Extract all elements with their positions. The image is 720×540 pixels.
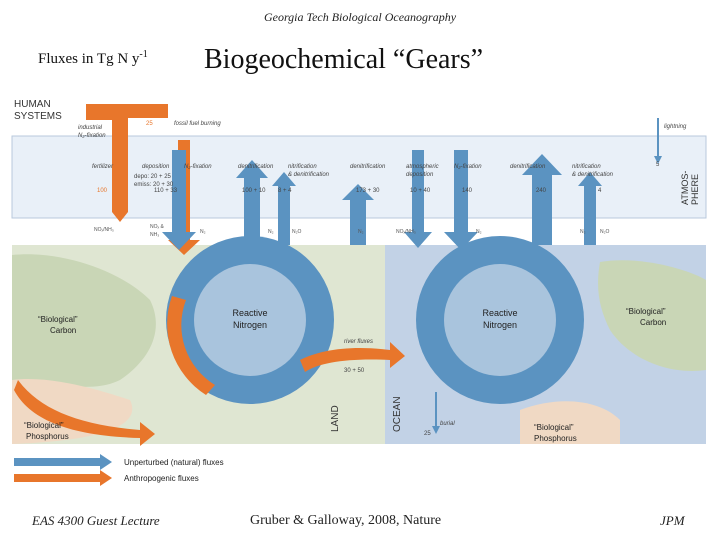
ocean-reactive-nitrogen-1: Reactive: [482, 308, 517, 318]
fossil-value: 25: [146, 121, 153, 127]
fertilizer-arrow: [112, 200, 128, 222]
lightning-value: 5: [656, 162, 660, 168]
burial-value: 25: [424, 431, 431, 437]
land-nitrification-label-2: & denitrification: [288, 172, 330, 178]
legend-natural-arrow: [14, 454, 112, 470]
footer-author: JPM: [660, 513, 685, 528]
mid-denitrification-arrow: [342, 184, 374, 245]
industrial-fixation-arrow: [86, 105, 128, 200]
river-fluxes-label: river fluxes: [344, 339, 373, 345]
species-label-4: N₂: [200, 229, 206, 235]
human-systems-label-2: SYSTEMS: [14, 111, 62, 122]
land-reactive-nitrogen-1: Reactive: [232, 308, 267, 318]
burial-label: burial: [440, 421, 455, 427]
fossil-label: fossil fuel burning: [174, 121, 221, 127]
land-gear-anthropogenic-band: [167, 296, 215, 395]
land-biological-carbon-1: “Biological”: [38, 315, 78, 324]
atmospheric-deposition-arrow: [404, 150, 432, 248]
units-label-text: Fluxes in Tg N y: [38, 51, 140, 67]
fertilizer-value: 100: [97, 188, 108, 194]
ocean-phosphorus-region: [520, 401, 620, 444]
ocean-nitrification-value: 4: [598, 188, 602, 194]
species-label-6: N₂O: [292, 229, 302, 235]
species-label-5: N₂: [268, 229, 274, 235]
species-label-7: N₂: [358, 229, 364, 235]
industrial-label-1: industrial: [78, 125, 103, 131]
species-label-3: NH₃: [150, 232, 159, 238]
land-denitrification-label: denitrification: [238, 164, 274, 170]
land-n2-fixation-arrow: [162, 150, 196, 250]
ocean-n2-fixation-value: 140: [462, 188, 473, 194]
atmospheric-deposition-label-1: atmospheric: [406, 164, 439, 170]
header-text: Georgia Tech Biological Oceanography: [263, 10, 457, 24]
ocean-biological-phosphorus-1: “Biological”: [534, 423, 574, 432]
land-nitrification-value: 8 + 4: [278, 188, 292, 194]
species-label-11: N₂O: [600, 229, 610, 235]
ocean-biological-phosphorus-2: Phosphorus: [534, 434, 577, 443]
land-label: LAND: [330, 405, 341, 432]
ocean-reactive-nitrogen-2: Nitrogen: [483, 320, 517, 330]
atmospheric-deposition-label-2: deposition: [406, 172, 434, 178]
ocean-denitrification-label: denitrification: [510, 164, 546, 170]
ocean-gear-inner: [444, 264, 556, 376]
ocean-nitrification-arrow: [578, 172, 602, 245]
species-label-9: N₂: [476, 229, 482, 235]
deposition-label: deposition: [142, 164, 170, 170]
ocean-denitrification-arrow: [522, 154, 562, 245]
land-biological-carbon-2: Carbon: [50, 326, 76, 335]
footer-citation: Gruber & Galloway, 2008, Nature: [250, 513, 442, 528]
ocean-denitrification-value: 240: [536, 188, 547, 194]
land-denitrification-arrow: [236, 160, 268, 245]
ocean-biological-carbon-2: Carbon: [640, 318, 666, 327]
fertilizer-label: fertilizer: [92, 164, 114, 170]
footer-course: EAS 4300 Guest Lecture: [32, 513, 160, 528]
land-carbon-region: [12, 254, 156, 387]
legend-anthropogenic-label: Anthropogenic fluxes: [124, 474, 199, 483]
species-label-2: NOₓ &: [150, 224, 165, 230]
depo-value: depo: 20 + 25: [134, 174, 172, 180]
atmosphere-label-2: PHERE: [690, 174, 700, 205]
lightning-label: lightning: [664, 124, 687, 130]
fossil-fuel-arrow: [86, 104, 168, 118]
slide-title: Biogeochemical “Gears”: [204, 44, 484, 75]
land-n2-fixation-label: N₂-fixation: [184, 164, 212, 170]
land-nitrification-label-1: nitrification: [288, 164, 317, 170]
ocean-carbon-region: [598, 260, 706, 371]
ocean-n2-fixation-label: N₂-fixation: [454, 164, 482, 170]
ocean-biological-carbon-1: “Biological”: [626, 307, 666, 316]
land-denitrification-value: 100 + 10: [242, 188, 266, 194]
legend-anthropogenic-arrow: [14, 470, 112, 486]
ocean-label: OCEAN: [392, 396, 403, 432]
units-exponent: -1: [139, 49, 148, 60]
ocean-n2-fixation-arrow: [444, 150, 478, 250]
land-nitrification-arrow: [272, 172, 296, 245]
land-reactive-nitrogen-2: Nitrogen: [233, 320, 267, 330]
legend-natural-label: Unperturbed (natural) fluxes: [124, 458, 224, 467]
species-label-8: NOₓ/NH₃: [396, 229, 416, 235]
atmospheric-deposition-value: 10 + 40: [410, 188, 431, 194]
ocean-nitrification-label-1: nitrification: [572, 164, 601, 170]
river-fluxes-value: 30 + 50: [344, 368, 365, 374]
land-gear-inner: [194, 264, 306, 376]
land-biological-phosphorus-2: Phosphorus: [26, 432, 69, 441]
units-label: Fluxes in Tg N y-1: [38, 49, 148, 68]
emiss-value: emiss: 20 + 30: [134, 182, 174, 188]
industrial-label-2: N₂-fixation: [78, 133, 106, 139]
mid-denitrification-label: denitrification: [350, 164, 386, 170]
deposition-value: 110 + 33: [154, 188, 178, 194]
species-label-10: N₂: [580, 229, 586, 235]
mid-denitrification-value: 173 + 30: [356, 188, 380, 194]
land-to-ocean-river-arrow: [300, 342, 405, 372]
ocean-nitrification-label-2: & denitrification: [572, 172, 614, 178]
human-systems-label-1: HUMAN: [14, 99, 51, 110]
atmosphere-label-1: ATMOS-: [680, 171, 690, 205]
anthropogenic-lower-flow: [14, 380, 155, 446]
land-biological-phosphorus-1: “Biological”: [24, 421, 64, 430]
species-label-1: NOₓ/NH₃: [94, 227, 114, 233]
